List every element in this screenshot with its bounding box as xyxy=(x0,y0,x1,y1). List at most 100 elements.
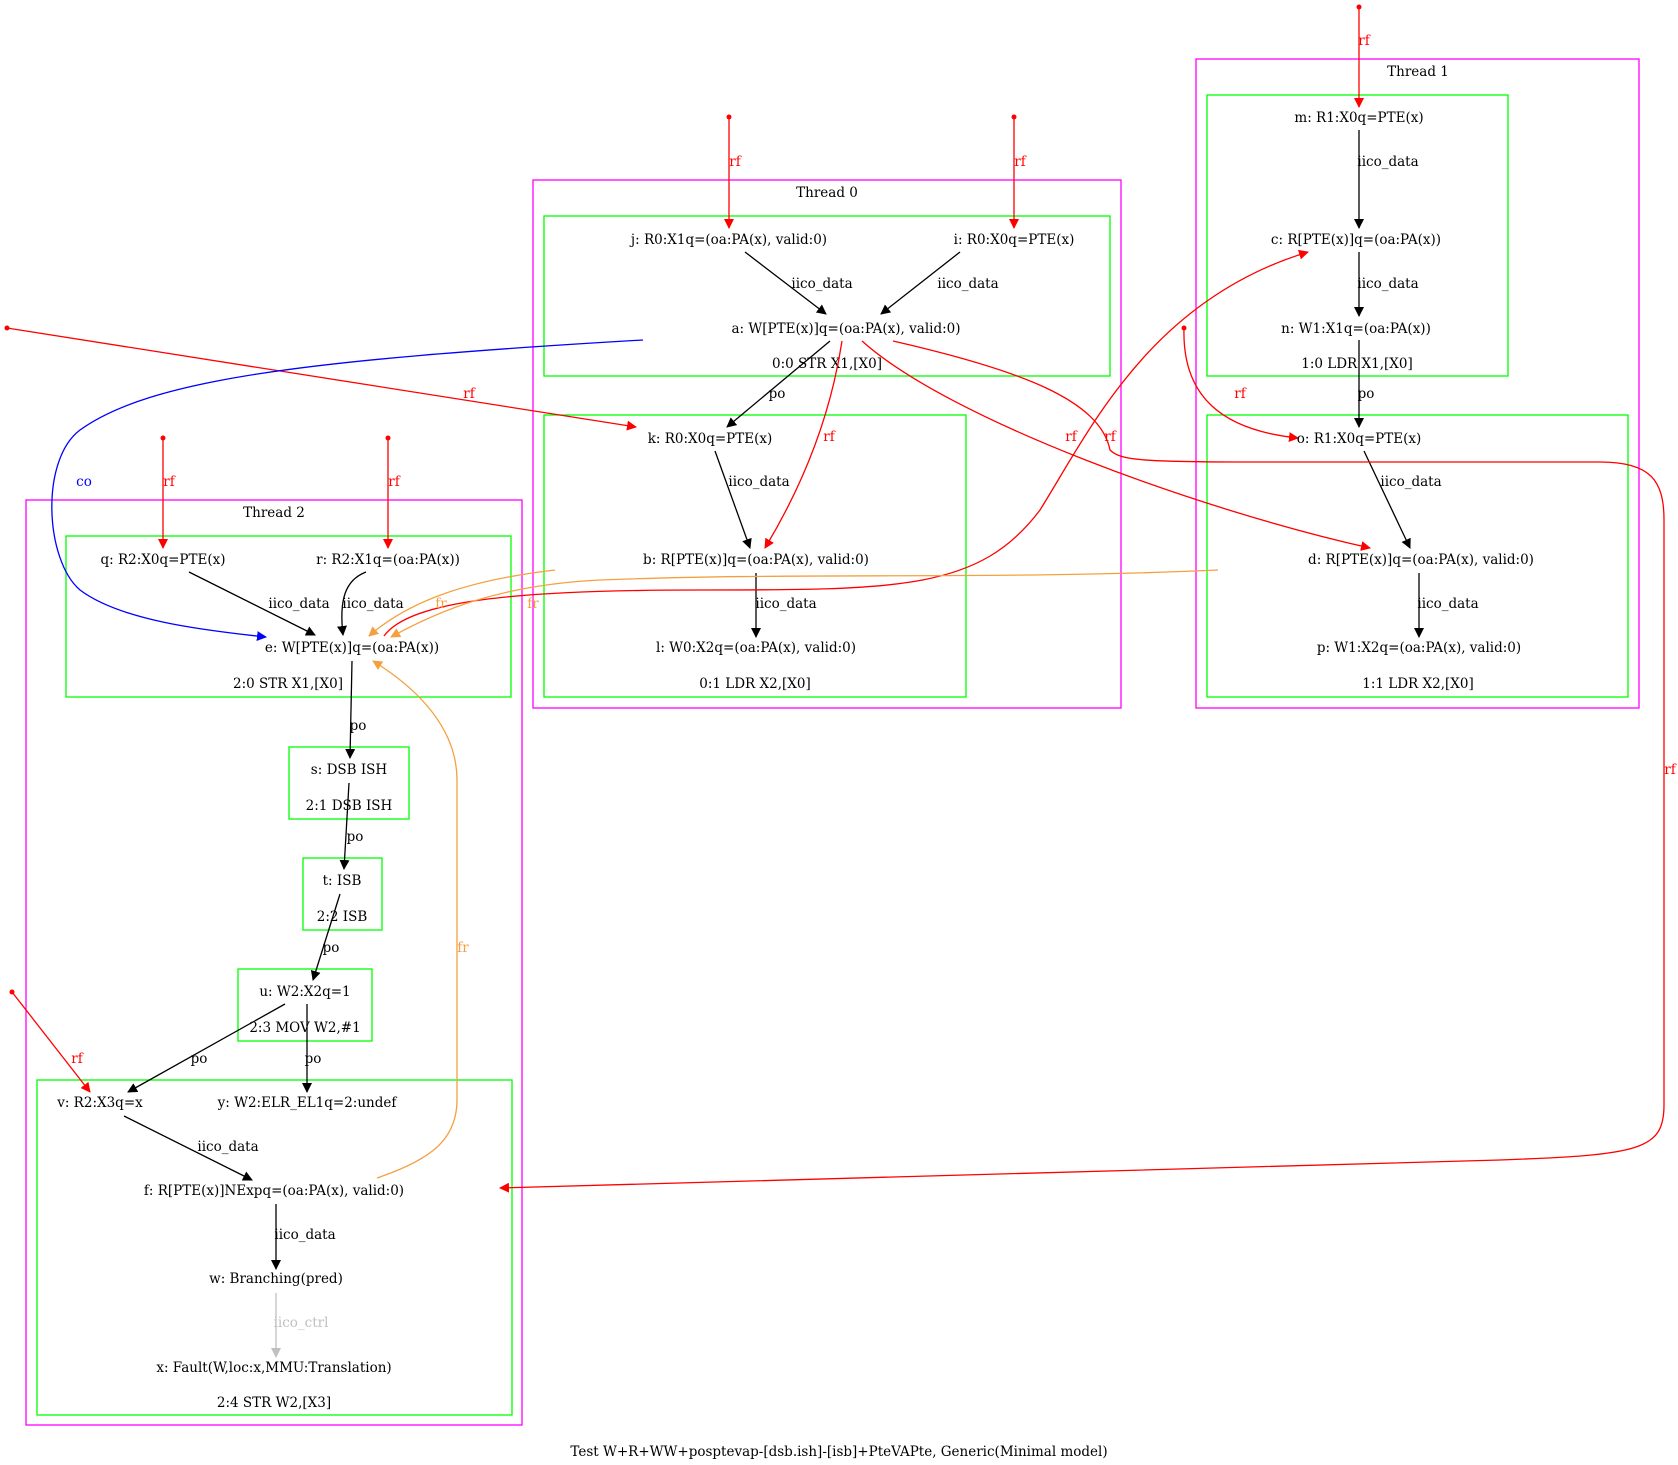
co-a-e xyxy=(51,339,644,642)
label-iico-data: iico_data xyxy=(342,596,403,612)
event-l: l: W0:X2q=(oa:PA(x), valid:0) xyxy=(656,640,856,656)
label-iico-data: iico_data xyxy=(1380,474,1441,490)
label-rf: rf xyxy=(71,1051,83,1067)
thread-0-title: Thread 0 xyxy=(796,185,858,201)
instr-1-1-cluster: 1:1 LDR X2,[X0] xyxy=(1206,414,1629,698)
edge-s-t xyxy=(339,782,350,870)
orange-edges xyxy=(368,569,1219,1179)
label-iico-data: iico_data xyxy=(1357,154,1418,170)
thread-0-cluster: Thread 0 xyxy=(532,179,1122,709)
instr-2-4-cluster: 2:4 STR W2,[X3] xyxy=(36,1079,513,1416)
label-rf: rf xyxy=(823,429,835,445)
label-rf: rf xyxy=(1104,429,1116,445)
instr-2-3-label: 2:3 MOV W2,#1 xyxy=(249,1020,360,1036)
edge-u-v xyxy=(127,1003,286,1093)
label-po: po xyxy=(350,718,367,734)
instr-2-4-label: 2:4 STR W2,[X3] xyxy=(217,1395,331,1411)
label-iico-data: iico_data xyxy=(755,596,816,612)
instr-0-1-label: 0:1 LDR X2,[X0] xyxy=(699,676,811,692)
label-rf: rf xyxy=(1014,154,1026,170)
event-q: q: R2:X0q=PTE(x) xyxy=(100,552,225,568)
edge-v-f xyxy=(123,1115,253,1181)
edge-e-s xyxy=(345,660,356,759)
instr-1-0-cluster: 1:0 LDR X1,[X0] xyxy=(1206,94,1509,377)
event-x: x: Fault(W,loc:x,MMU:Translation) xyxy=(156,1360,391,1376)
label-po: po xyxy=(323,940,340,956)
edge-r-e xyxy=(337,571,367,636)
event-a: a: W[PTE(x)]q=(oa:PA(x), valid:0) xyxy=(731,321,960,337)
edge-q-e xyxy=(188,571,316,636)
label-iico-data: iico_data xyxy=(1417,596,1478,612)
event-o: o: R1:X0q=PTE(x) xyxy=(1297,431,1422,447)
event-s: s: DSB ISH xyxy=(311,762,388,778)
thread-2-title: Thread 2 xyxy=(243,505,305,521)
event-j: j: R0:X1q=(oa:PA(x), valid:0) xyxy=(629,232,827,248)
instr-2-0-label: 2:0 STR X1,[X0] xyxy=(233,676,343,692)
label-rf: rf xyxy=(1664,762,1676,778)
label-iico-data: iico_data xyxy=(268,596,329,612)
edge-j-a xyxy=(744,251,827,315)
label-rf: rf xyxy=(1065,429,1077,445)
rf-a-d xyxy=(861,340,1371,551)
event-t: t: ISB xyxy=(323,873,362,889)
label-rf: rf xyxy=(729,154,741,170)
rf-init-v xyxy=(11,991,91,1093)
label-rf: rf xyxy=(1358,33,1370,49)
fr-d-e xyxy=(390,569,1219,638)
label-po: po xyxy=(347,829,364,845)
edge-o-d xyxy=(1363,450,1411,549)
label-fr: fr xyxy=(457,940,469,956)
instr-2-2-label: 2:2 ISB xyxy=(317,909,368,925)
thread-1-cluster: Thread 1 xyxy=(1195,58,1640,709)
edge-i-a xyxy=(880,251,961,315)
instr-0-0-label: 0:0 STR X1,[X0] xyxy=(772,356,882,372)
label-co: co xyxy=(76,474,92,490)
instr-0-1-cluster: 0:1 LDR X2,[X0] xyxy=(543,414,967,698)
label-iico-data: iico_data xyxy=(197,1139,258,1155)
rf-a-f xyxy=(499,340,1665,1193)
rf-init-o xyxy=(1183,327,1299,443)
event-i: i: R0:X0q=PTE(x) xyxy=(954,232,1075,248)
event-m: m: R1:X0q=PTE(x) xyxy=(1294,110,1423,126)
instr-2-3-cluster: 2:3 MOV W2,#1 xyxy=(237,968,373,1042)
edge-t-u xyxy=(310,893,341,981)
fr-f-e xyxy=(372,660,458,1179)
event-c: c: R[PTE(x)]q=(oa:PA(x)) xyxy=(1271,232,1441,248)
label-iico-data: iico_data xyxy=(1357,276,1418,292)
label-iico-ctrl: iico_ctrl xyxy=(274,1315,329,1331)
instr-1-1-label: 1:1 LDR X2,[X0] xyxy=(1362,676,1474,692)
label-po: po xyxy=(305,1051,322,1067)
edge-k-b xyxy=(714,450,752,549)
event-w: w: Branching(pred) xyxy=(209,1271,343,1287)
label-rf: rf xyxy=(1234,386,1246,402)
event-d: d: R[PTE(x)]q=(oa:PA(x), valid:0) xyxy=(1308,552,1534,568)
label-iico-data: iico_data xyxy=(728,474,789,490)
fr-b-e xyxy=(368,569,556,637)
label-rf: rf xyxy=(463,386,475,402)
label-po: po xyxy=(769,386,786,402)
label-iico-data: iico_data xyxy=(937,276,998,292)
event-k: k: R0:X0q=PTE(x) xyxy=(648,431,773,447)
label-iico-data: iico_data xyxy=(274,1227,335,1243)
label-fr: fr xyxy=(527,596,539,612)
instr-2-1-label: 2:1 DSB ISH xyxy=(306,798,393,814)
instr-2-1-cluster: 2:1 DSB ISH xyxy=(288,746,410,820)
instr-2-2-cluster: 2:2 ISB xyxy=(302,857,383,931)
event-nodes: j: R0:X1q=(oa:PA(x), valid:0) i: R0:X0q=… xyxy=(56,110,1534,1376)
event-v: v: R2:X3q=x xyxy=(56,1095,143,1111)
rf-a-b xyxy=(764,340,843,549)
instr-0-0-cluster: 0:0 STR X1,[X0] xyxy=(543,215,1111,377)
event-y: y: W2:ELR_EL1q=2:undef xyxy=(217,1095,398,1111)
event-b: b: R[PTE(x)]q=(oa:PA(x), valid:0) xyxy=(643,552,869,568)
label-iico-data: iico_data xyxy=(791,276,852,292)
label-po: po xyxy=(191,1051,208,1067)
label-fr: fr xyxy=(435,596,447,612)
thread-2-cluster: Thread 2 xyxy=(25,499,523,1426)
label-rf: rf xyxy=(163,474,175,490)
edge-a-k xyxy=(726,340,831,428)
thread-1-title: Thread 1 xyxy=(1387,64,1449,80)
red-edges xyxy=(6,7,1665,1193)
edge-labels: iico_data iico_data po iico_data iico_da… xyxy=(71,33,1676,1331)
